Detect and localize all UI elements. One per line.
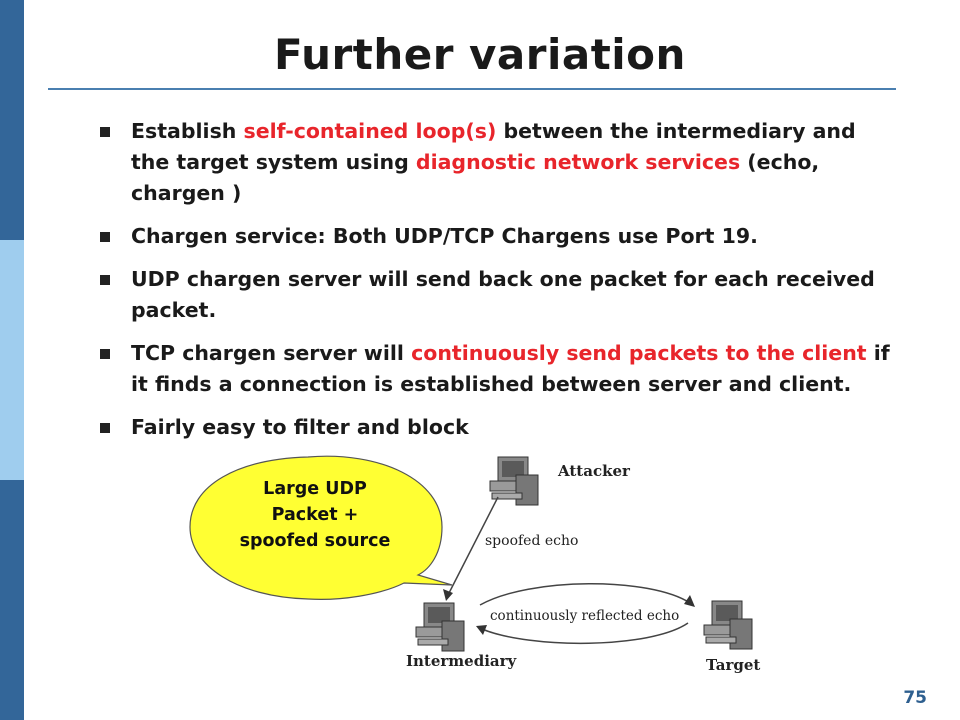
page-number: 75 xyxy=(903,688,927,708)
callout-bubble xyxy=(189,455,453,600)
square-bullet-icon xyxy=(100,423,110,433)
bullet-item: Fairly easy to filter and block xyxy=(100,412,890,443)
callout-line: spoofed source xyxy=(239,531,391,551)
reflected-echo-loop-bottom xyxy=(481,622,689,645)
accent-bar-bottom xyxy=(0,480,24,720)
bullet-list: Establish self-contained loop(s) between… xyxy=(100,116,890,455)
square-bullet-icon xyxy=(100,349,110,359)
callout-text: Large UDP Packet + spoofed source xyxy=(220,476,410,554)
accent-bar-top xyxy=(0,0,24,240)
reflected-echo-loop-top xyxy=(479,583,691,606)
spoofed-echo-arrow xyxy=(447,496,499,596)
accent-bar-middle xyxy=(0,240,24,480)
bullet-item: UDP chargen server will send back one pa… xyxy=(100,264,890,326)
bullet-text: Chargen service: Both UDP/TCP Chargens u… xyxy=(131,224,758,248)
highlighted-text: diagnostic network services xyxy=(415,150,741,174)
highlighted-text: self-contained loop(s) xyxy=(243,119,497,143)
bullet-text: Establish xyxy=(131,119,244,143)
callout-line: Packet + xyxy=(271,505,359,525)
square-bullet-icon xyxy=(100,232,110,242)
bullet-item: Chargen service: Both UDP/TCP Chargens u… xyxy=(100,221,890,252)
intermediary-label: Intermediary xyxy=(406,652,517,670)
bullet-text: Fairly easy to filter and block xyxy=(131,415,469,439)
slide-title: Further variation xyxy=(274,30,686,79)
attacker-computer-icon xyxy=(489,456,539,506)
spoofed-echo-arrowhead xyxy=(443,589,453,601)
reflected-echo-arrowhead-right xyxy=(684,595,695,607)
left-accent-bar xyxy=(0,0,24,720)
reflection-diagram xyxy=(189,455,753,652)
spoofed-echo-label: spoofed echo xyxy=(485,533,579,549)
target-computer-icon xyxy=(703,600,753,650)
title-underline xyxy=(48,88,896,90)
bullet-text: if it finds a connection is established … xyxy=(131,341,890,396)
square-bullet-icon xyxy=(100,127,110,137)
bullet-item: Establish self-contained loop(s) between… xyxy=(100,116,890,209)
callout-line: Large UDP xyxy=(263,479,367,499)
reflected-echo-label: continuously reflected echo xyxy=(490,608,680,624)
bullet-text: UDP chargen server will send back one pa… xyxy=(131,267,875,322)
bullet-item: TCP chargen server will continuously sen… xyxy=(100,338,890,400)
reflected-echo-arrowhead-left xyxy=(476,625,487,635)
bullet-text: between the intermediary and the target … xyxy=(131,119,856,174)
square-bullet-icon xyxy=(100,275,110,285)
bullet-text: TCP chargen server will xyxy=(131,341,412,365)
attacker-label: Attacker xyxy=(558,462,630,480)
target-label: Target xyxy=(706,656,761,674)
bullet-text: (echo, chargen ) xyxy=(131,150,820,205)
intermediary-computer-icon xyxy=(415,602,465,652)
highlighted-text: continuously send packets to the client xyxy=(411,341,867,365)
